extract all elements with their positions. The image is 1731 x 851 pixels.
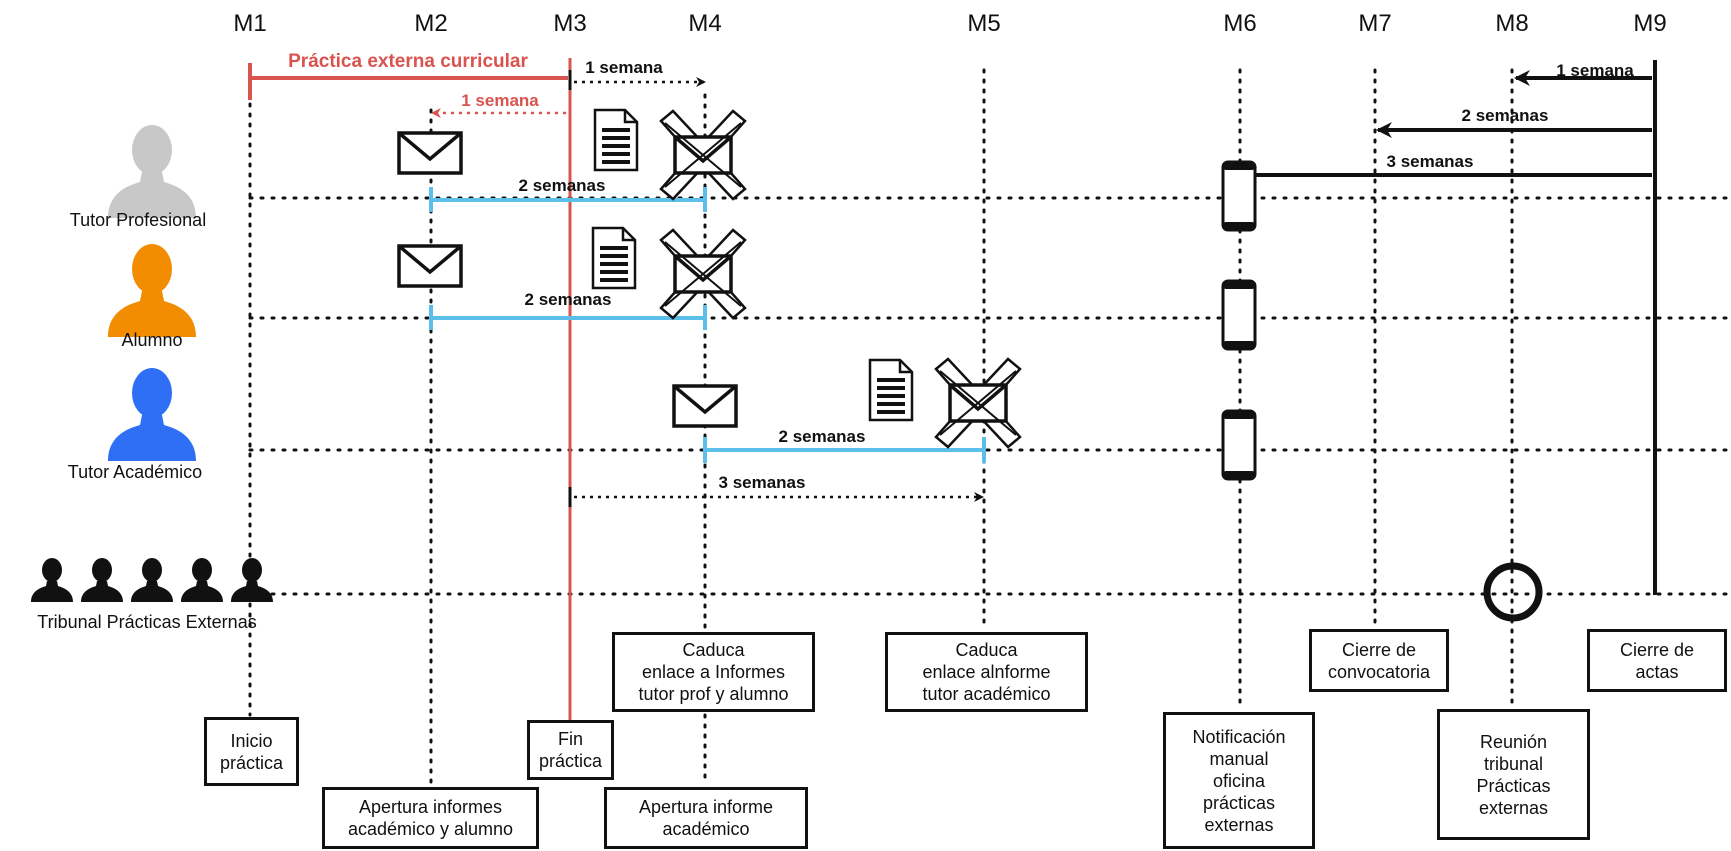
envelope-icon	[397, 244, 463, 288]
box-line: Reunión	[1479, 731, 1548, 752]
box-line: académico	[662, 819, 750, 839]
milestone-label: M4	[688, 10, 721, 37]
practica-label: Práctica externa curricular	[288, 51, 528, 72]
envelope-icon	[397, 131, 463, 175]
box-line: Inicio	[230, 730, 273, 751]
tribunal-group-icon	[31, 558, 273, 602]
duration-label: 3 semanas	[1387, 152, 1474, 171]
duration-label: 1 semana	[1556, 61, 1634, 80]
box-line: Prácticas	[1476, 775, 1551, 796]
phone-icon	[1221, 279, 1257, 351]
box-line: Notificación	[1192, 726, 1286, 747]
person-icon	[108, 244, 196, 337]
box-line: prácticas	[1202, 792, 1276, 813]
milestone-label: M6	[1223, 10, 1256, 37]
document-icon	[591, 226, 637, 290]
box-cierre-actas: Cierre de actas	[1587, 629, 1727, 692]
duration-label: 2 semanas	[779, 427, 866, 446]
bar-alumno	[429, 305, 707, 330]
box-line: práctica	[538, 751, 603, 771]
bar-academico	[703, 437, 986, 463]
box-notificacion: Notificación manual oficina prácticas ex…	[1163, 712, 1315, 849]
box-line: Apertura informes	[358, 797, 503, 817]
box-caduca-m4: Caduca enlace a Informes tutor prof y al…	[612, 632, 815, 712]
box-line: tutor prof y alumno	[638, 684, 789, 704]
document-icon	[868, 358, 914, 422]
box-line: Cierre de	[1341, 639, 1417, 660]
box-line: oficina	[1212, 770, 1266, 791]
box-line: Cierre de	[1619, 639, 1695, 660]
crossed-envelope-icon	[659, 228, 747, 320]
box-inicio-practica: Inicio práctica	[204, 717, 299, 786]
box-line: Fin	[557, 729, 583, 749]
phone-icon	[1221, 409, 1257, 481]
actor-label: Alumno	[121, 330, 182, 350]
box-apertura-alumno: Apertura informes académico y alumno	[322, 787, 539, 849]
document-icon	[593, 108, 639, 172]
box-line: actas	[1635, 661, 1679, 682]
envelope-icon	[672, 384, 738, 428]
box-line: práctica	[219, 752, 284, 773]
duration-label: 1 semana	[585, 58, 663, 77]
box-line: manual	[1209, 748, 1269, 769]
milestone-label: M3	[553, 10, 586, 37]
crossed-envelope-icon	[934, 357, 1022, 449]
actor-label: Tribunal Prácticas Externas	[37, 612, 256, 632]
milestone-label: M9	[1633, 10, 1666, 37]
box-apertura-academico: Apertura informe académico	[604, 787, 808, 849]
duration-label: 1 semana	[461, 91, 539, 110]
milestone-label: M5	[967, 10, 1000, 37]
box-line: enlace a Informes	[641, 662, 786, 682]
box-line: académico y alumno	[347, 819, 514, 839]
box-fin-practica: Fin práctica	[527, 720, 614, 780]
box-line: Caduca	[955, 640, 1018, 660]
duration-label: 2 semanas	[1462, 106, 1549, 125]
box-cierre-convocatoria: Cierre de convocatoria	[1309, 629, 1449, 692]
duration-label: 2 semanas	[519, 176, 606, 195]
milestone-label: M7	[1358, 10, 1391, 37]
milestone-label: M1	[233, 10, 266, 37]
box-line: tutor académico	[922, 684, 1051, 704]
crossed-envelope-icon	[659, 109, 747, 201]
box-caduca-m5: Caduca enlace alnforme tutor académico	[885, 632, 1088, 712]
milestone-label: M2	[414, 10, 447, 37]
box-line: externas	[1478, 797, 1549, 818]
box-line: convocatoria	[1327, 661, 1431, 682]
actor-label: Tutor Académico	[68, 462, 202, 482]
meeting-circle-icon	[1483, 562, 1543, 622]
duration-label: 2 semanas	[525, 290, 612, 309]
phone-icon	[1221, 160, 1257, 232]
actor-label: Tutor Profesional	[70, 210, 206, 230]
bar-profesional	[429, 187, 707, 212]
box-line: externas	[1204, 814, 1274, 835]
box-line: enlace alnforme	[922, 662, 1051, 682]
box-line: Caduca	[682, 640, 745, 660]
person-icon	[108, 368, 196, 461]
person-icon	[108, 125, 196, 218]
box-reunion-tribunal: Reunión tribunal Prácticas externas	[1437, 709, 1590, 840]
milestone-label: M8	[1495, 10, 1528, 37]
box-line: tribunal	[1483, 753, 1544, 774]
duration-label: 3 semanas	[719, 473, 806, 492]
box-line: Apertura informe	[638, 797, 774, 817]
